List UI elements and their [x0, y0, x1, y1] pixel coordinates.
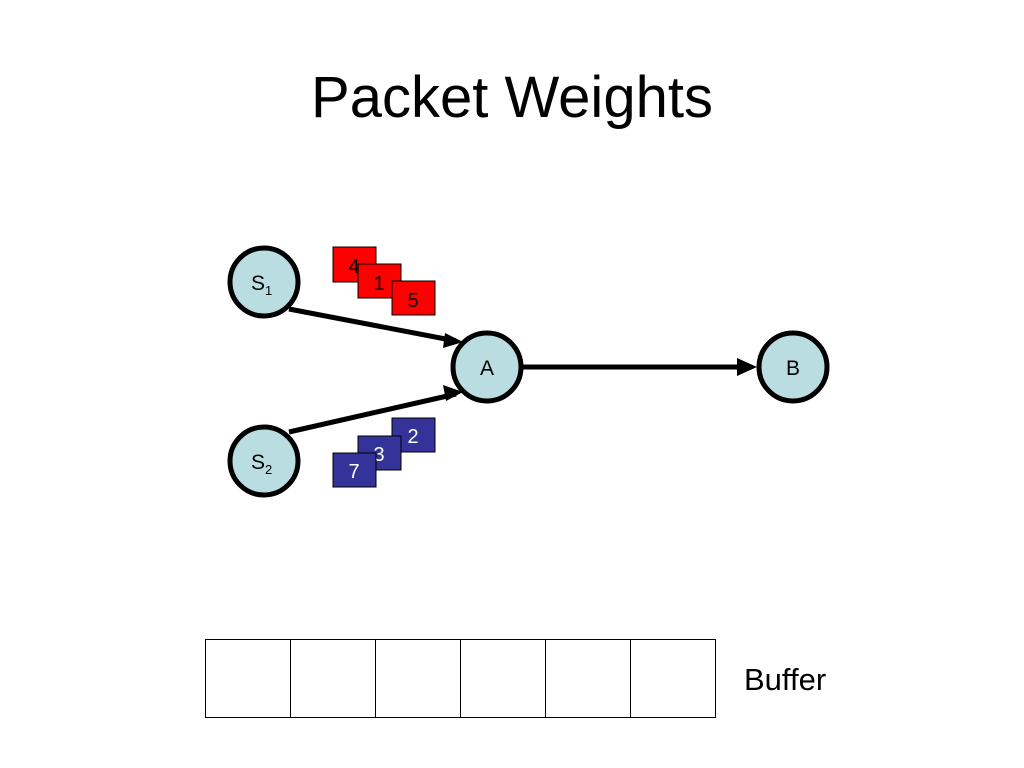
buffer [205, 639, 716, 718]
slide-title: Packet Weights [311, 65, 713, 130]
buffer-slot [631, 640, 715, 717]
packet-s2-1-label: 2 [407, 426, 418, 448]
node-s2: S2 [227, 424, 301, 498]
buffer-slot [376, 640, 461, 717]
packet-s1-3: 5 [391, 280, 436, 316]
node-b-label: B [786, 357, 800, 380]
edge-s2-to-a-arrowhead [443, 385, 463, 401]
packet-s1-1-label: 4 [348, 256, 359, 278]
node-s2-subscript: 2 [265, 462, 272, 477]
packet-s1-3-label: 5 [407, 290, 418, 312]
buffer-label: Buffer [744, 662, 827, 697]
edge-s2-to-a [288, 391, 457, 435]
node-a-label: A [480, 357, 494, 380]
node-s1-subscript: 1 [265, 283, 272, 298]
packet-s2-3: 7 [332, 452, 377, 488]
node-s1: S1 [227, 245, 301, 319]
node-s1-letter: S [251, 272, 265, 295]
svg-text:S2: S2 [251, 451, 272, 477]
buffer-slot [291, 640, 376, 717]
edge-s1-to-a [288, 306, 457, 344]
packet-s2-2-label: 3 [373, 444, 384, 466]
packet-s2-3-label: 7 [348, 461, 359, 483]
buffer-slot [546, 640, 631, 717]
packets-s1: 4 1 5 [332, 246, 436, 316]
node-a: A [450, 330, 524, 404]
buffer-slot [206, 640, 291, 717]
node-b: B [756, 330, 830, 404]
node-s2-letter: S [251, 451, 265, 474]
edge-s1-to-a-arrowhead [443, 333, 463, 348]
packets-s2: 2 3 7 [332, 417, 436, 488]
packet-s1-2-label: 1 [373, 273, 384, 295]
buffer-slot [461, 640, 546, 717]
edge-a-to-b-arrowhead [737, 358, 757, 376]
svg-text:S1: S1 [251, 272, 272, 298]
